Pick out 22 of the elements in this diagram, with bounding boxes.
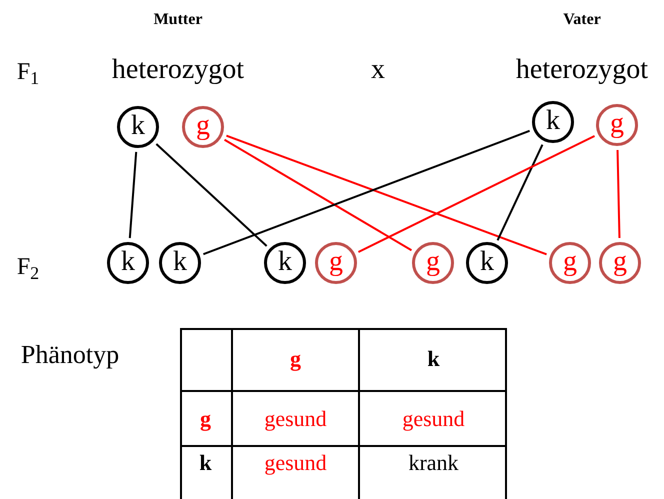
table-cell: krank xyxy=(360,447,507,499)
generation-label: F$_{2}$ xyxy=(16,255,40,279)
connector-line xyxy=(496,144,544,241)
connector-line xyxy=(358,135,595,253)
text-label: heterozygot xyxy=(516,56,648,84)
connector-line xyxy=(128,152,138,238)
text-label: Mutter xyxy=(154,12,202,28)
connector-line xyxy=(156,143,268,247)
text-label: Phänotyp xyxy=(20,342,120,368)
table-cell: g xyxy=(180,392,233,447)
connector-line xyxy=(224,138,412,252)
table-cell: g xyxy=(233,328,360,392)
text-label: Vater xyxy=(563,12,601,28)
table-cell: gesund xyxy=(233,447,360,499)
table-cell: gesund xyxy=(360,392,507,447)
table-cell: k xyxy=(360,328,507,392)
text-label: heterozygot xyxy=(112,56,244,84)
connector-line xyxy=(616,150,620,238)
table-cell: k xyxy=(180,447,233,499)
generation-label: F$_{1}$ xyxy=(16,60,40,84)
table-cell: gesund xyxy=(233,392,360,447)
text-label: x xyxy=(371,56,385,84)
